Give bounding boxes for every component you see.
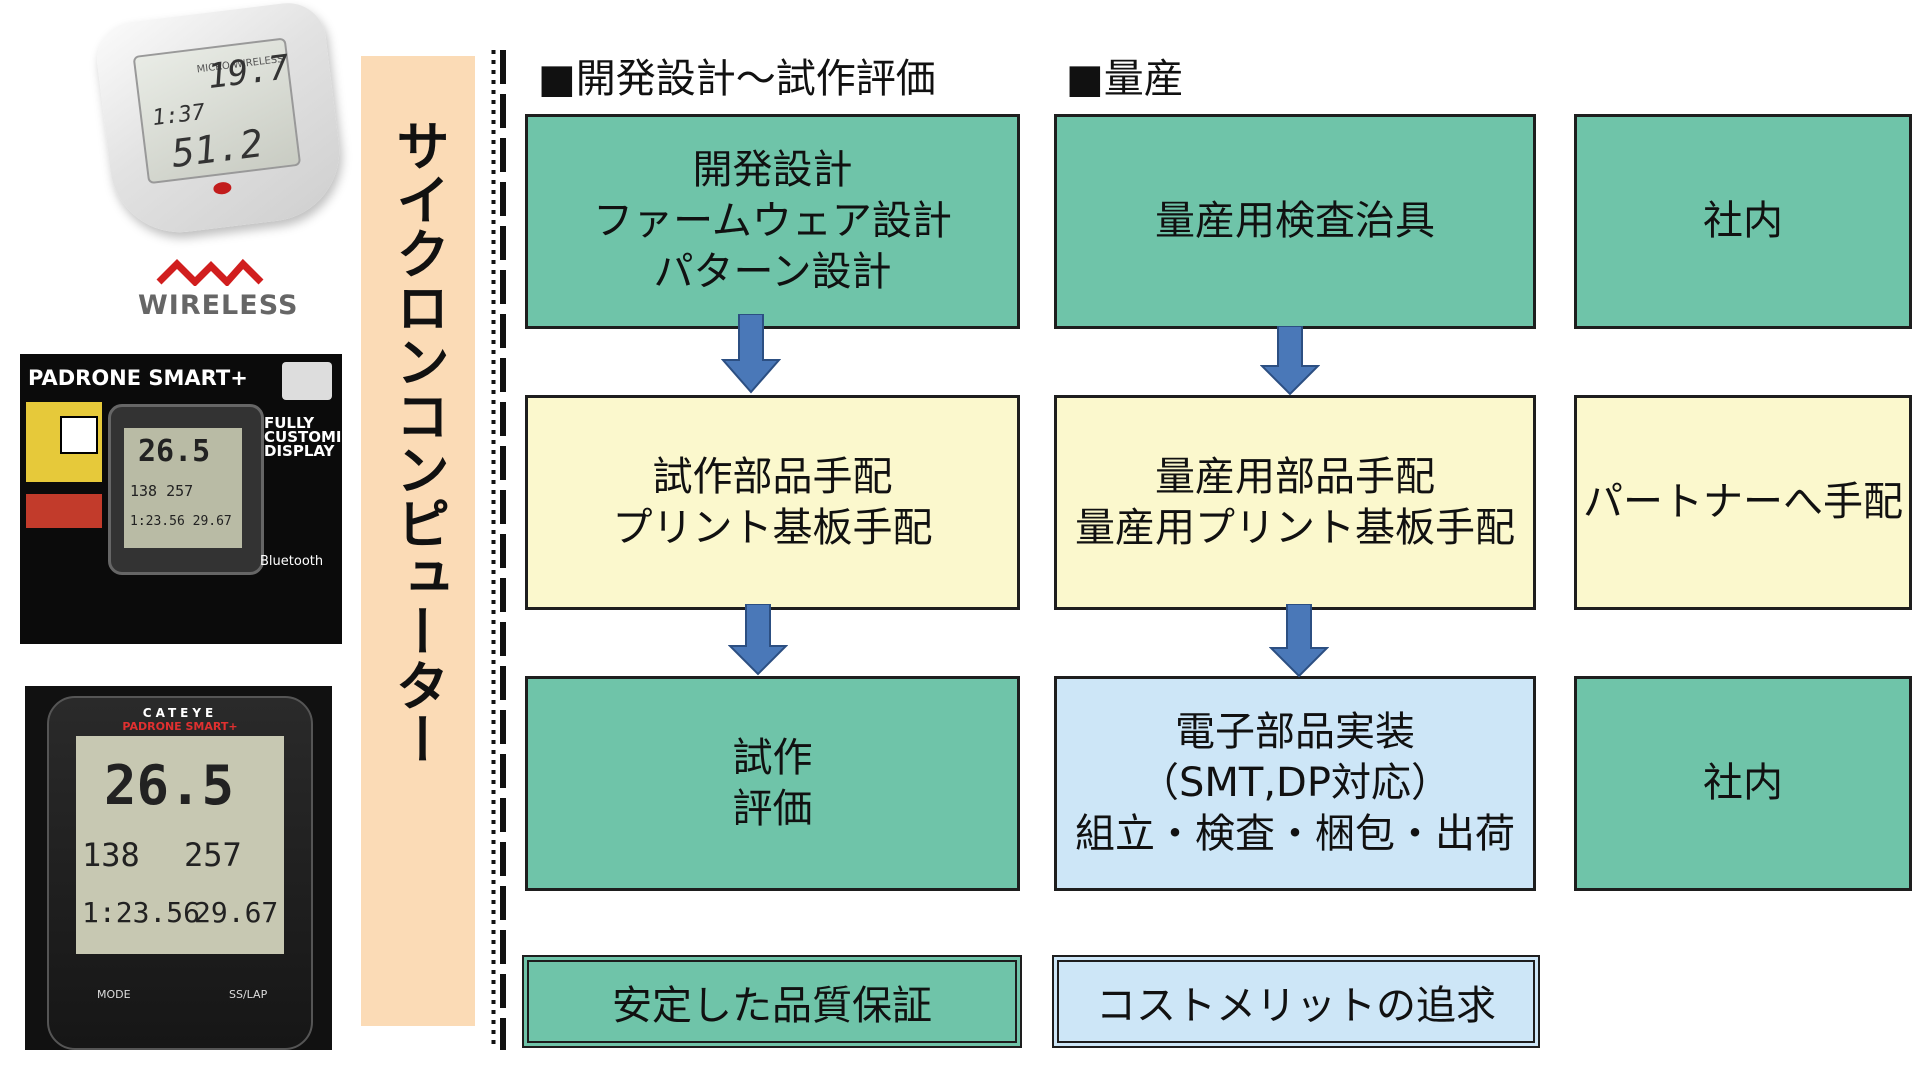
box-owner-inhouse-1: 社内 (1574, 114, 1912, 329)
box-dev-design: 開発設計 ファームウェア設計 パターン設計 (525, 114, 1020, 329)
box-mass-assembly: 電子部品実装 （SMT,DP対応） 組立・検査・梱包・出荷 (1054, 676, 1536, 891)
bluetooth-label: Bluetooth (260, 554, 324, 569)
header-mass-production: ■量産 (1066, 56, 1184, 102)
device-distance: 51.2 (169, 121, 266, 176)
arrow-down-icon (721, 314, 781, 394)
arrow-down-icon (1260, 326, 1320, 396)
arrow-down-icon (1269, 604, 1329, 678)
package-feature: FULLY CUSTOMIZABLE DISPLAY (264, 414, 342, 460)
package-lcd: 26.5 138 257 1:23.56 29.67 (124, 428, 242, 548)
title-band (361, 56, 475, 1026)
box-mass-parts: 量産用部品手配 量産用プリント基板手配 (1054, 395, 1536, 610)
box-mass-jig: 量産用検査治具 (1054, 114, 1536, 329)
wireless-logo-icon (156, 258, 264, 286)
padrone-model: PADRONE SMART+ (122, 720, 238, 733)
padrone-brand: CATEYE (142, 706, 218, 720)
padrone-lap-button: SS/LAP (229, 988, 268, 1001)
device-button (212, 181, 233, 196)
box-owner-inhouse-2: 社内 (1574, 676, 1912, 891)
summary-cost: コストメリットの追求 (1052, 955, 1540, 1048)
app-store-badge (26, 494, 102, 528)
box-owner-partner: パートナーへ手配 (1574, 395, 1912, 610)
vertical-title: サイクロンコンピューター (386, 118, 450, 766)
padrone-body: CATEYE PADRONE SMART+ 26.5 138 257 1:23.… (47, 696, 313, 1050)
package-title: PADRONE SMART+ (28, 366, 248, 390)
device-time: 1:37 (150, 99, 207, 132)
product-image-wireless-computer: MICRO WIRELESS 19.7 1:37 51.2 (92, 0, 348, 241)
arrow-down-icon (728, 604, 788, 676)
header-development: ■開発設計～試作評価 (538, 56, 936, 102)
package-row2: 1:23.56 29.67 (130, 514, 232, 529)
padrone-elapsed: 1:23.56 (82, 896, 201, 929)
package-speed: 26.5 (138, 434, 211, 469)
padrone-power: 257 (184, 836, 242, 874)
package-row1: 138 257 (130, 482, 194, 500)
device-screen: MICRO WIRELESS 19.7 1:37 51.2 (132, 37, 302, 185)
cateye-logo-icon (282, 362, 332, 400)
separator-dashed (500, 50, 506, 1050)
qr-code-icon (60, 416, 98, 454)
padrone-lcd: 26.5 138 257 1:23.56 29.67 (76, 736, 284, 954)
padrone-mode-button: MODE (97, 988, 131, 1001)
box-dev-eval: 試作 評価 (525, 676, 1020, 891)
product-image-package: PADRONE SMART+ 26.5 138 257 1:23.56 29.6… (20, 354, 342, 644)
padrone-distance: 29.67 (194, 896, 279, 929)
summary-quality: 安定した品質保証 (522, 955, 1022, 1048)
wireless-logo-text: WIRELESS (138, 290, 299, 321)
padrone-heart-rate: 138 (82, 836, 140, 874)
padrone-speed: 26.5 (104, 754, 235, 817)
box-dev-parts: 試作部品手配 プリント基板手配 (525, 395, 1020, 610)
device-speed: 19.7 (205, 47, 292, 98)
separator-dotted (491, 50, 496, 1050)
product-image-padrone: CATEYE PADRONE SMART+ 26.5 138 257 1:23.… (25, 686, 332, 1050)
